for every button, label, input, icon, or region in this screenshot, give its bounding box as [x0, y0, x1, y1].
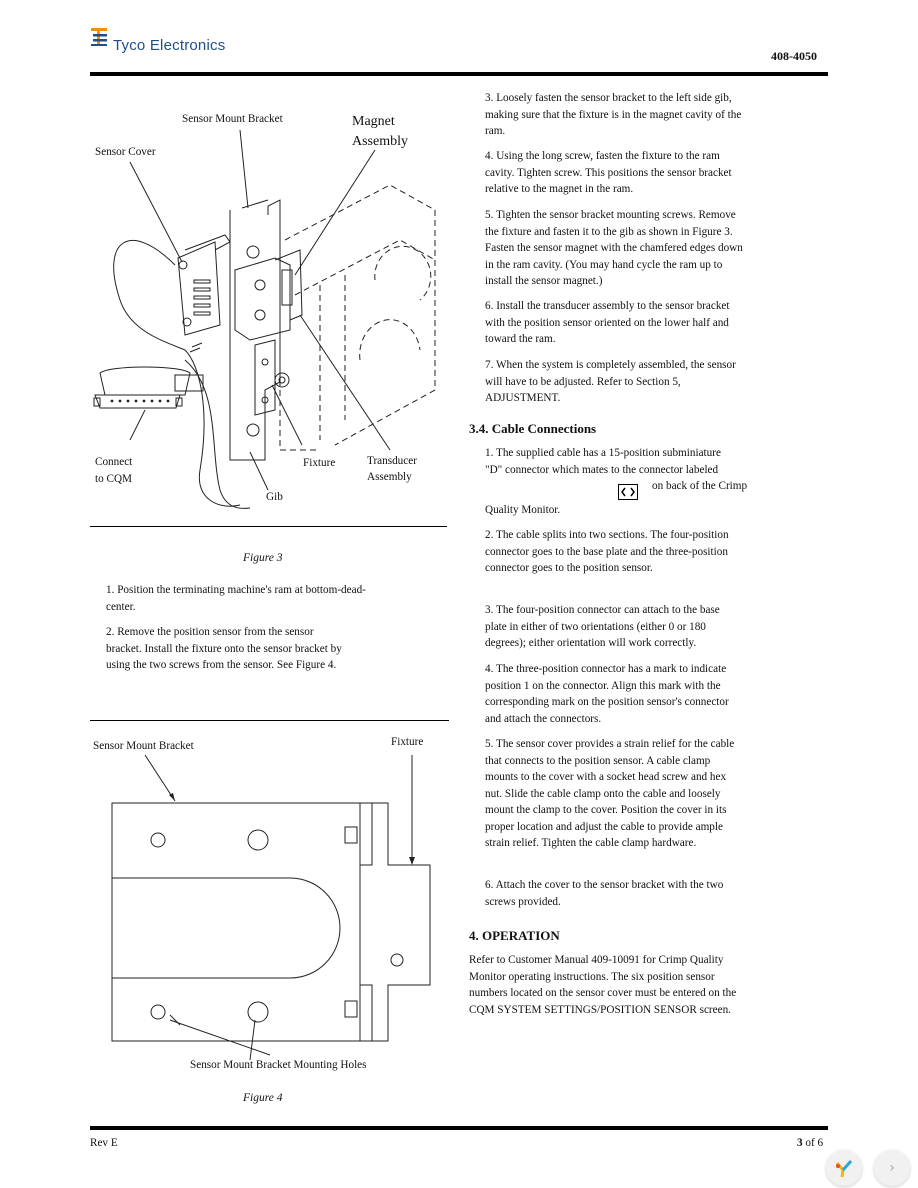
figure-3-rule: [90, 526, 447, 527]
cable-step-1c: Quality Monitor.: [485, 504, 561, 516]
right-step-5: 5. Tighten the sensor bracket mounting s…: [485, 209, 743, 287]
label-sensor-mount-bracket: Sensor Mount Bracket: [182, 113, 283, 125]
label-gib: Gib: [266, 491, 283, 503]
connector-icon: [618, 484, 638, 500]
section-4-body: Refer to Customer Manual 409-10091 for C…: [469, 954, 737, 1016]
figure-4-drawing: [111, 754, 431, 1061]
cable-step-5: 5. The sensor cover provides a strain re…: [485, 738, 735, 849]
footer-rev: Rev E: [90, 1137, 118, 1149]
fig4-label-sensor-mount-bracket: Sensor Mount Bracket: [93, 740, 194, 752]
label-connect: Connect: [95, 456, 133, 468]
figure-4-caption: Figure 4: [243, 1092, 283, 1104]
cable-step-2: 2. The cable splits into two sections. T…: [485, 529, 729, 574]
cable-step-4: 4. The three-position connector has a ma…: [485, 663, 729, 725]
cable-step-3: 3. The four-position connector can attac…: [485, 604, 720, 649]
right-step-6: 6. Install the transducer assembly to th…: [485, 300, 730, 345]
tyco-logo: [89, 26, 111, 48]
label-sensor-cover: Sensor Cover: [95, 146, 156, 158]
fig4-label-mounting-holes: Sensor Mount Bracket Mounting Holes: [190, 1059, 367, 1071]
fig4-label-fixture: Fixture: [391, 736, 424, 748]
figure-4-top-rule: [90, 720, 449, 721]
document-number: 408-4050: [771, 49, 817, 63]
footer-page: 3 of 6: [797, 1135, 823, 1152]
company-name: Tyco Electronics: [113, 37, 226, 54]
footer-rule: [90, 1126, 828, 1130]
section-4-heading: 4. OPERATION: [469, 928, 560, 943]
cable-step-1a: 1. The supplied cable has a 15-position …: [485, 447, 721, 476]
header-rule: [90, 72, 828, 76]
figure-4: [90, 735, 450, 1075]
figure-3-caption: Figure 3: [243, 552, 283, 564]
assistant-logo-icon: [835, 1160, 853, 1178]
left-step-1: 1. Position the terminating machine's ra…: [106, 584, 366, 613]
label-magnet: Magnet: [352, 114, 395, 129]
label-transducer: Transducer: [367, 455, 417, 467]
right-step-7: 7. When the system is completely assembl…: [485, 359, 736, 404]
tyco-logo-icon: [91, 28, 107, 46]
cable-step-1b: on back of the Crimp: [652, 480, 748, 492]
footer-page-total: of 6: [805, 1137, 824, 1149]
right-step-3: 3. Loosely fasten the sensor bracket to …: [485, 92, 742, 137]
label-magnet-assembly: Assembly: [352, 134, 408, 149]
figure-3: [90, 90, 450, 520]
right-step-4: 4. Using the long screw, fasten the fixt…: [485, 150, 732, 195]
figure-3-drawing: [93, 129, 436, 509]
next-page-button[interactable]: ›: [874, 1150, 910, 1186]
section-3-4-heading: 3.4. Cable Connections: [469, 421, 597, 436]
cable-step-6: 6. Attach the cover to the sensor bracke…: [485, 879, 724, 908]
d-connector-icon: [621, 487, 635, 497]
label-to-cqm: to CQM: [95, 473, 132, 485]
assistant-button[interactable]: [826, 1150, 862, 1186]
footer-page-number: 3: [797, 1137, 803, 1149]
left-step-2: 2. Remove the position sensor from the s…: [106, 626, 342, 671]
label-fixture: Fixture: [303, 457, 336, 469]
label-transducer-assembly: Assembly: [367, 471, 412, 483]
chevron-right-icon: ›: [889, 1160, 895, 1176]
